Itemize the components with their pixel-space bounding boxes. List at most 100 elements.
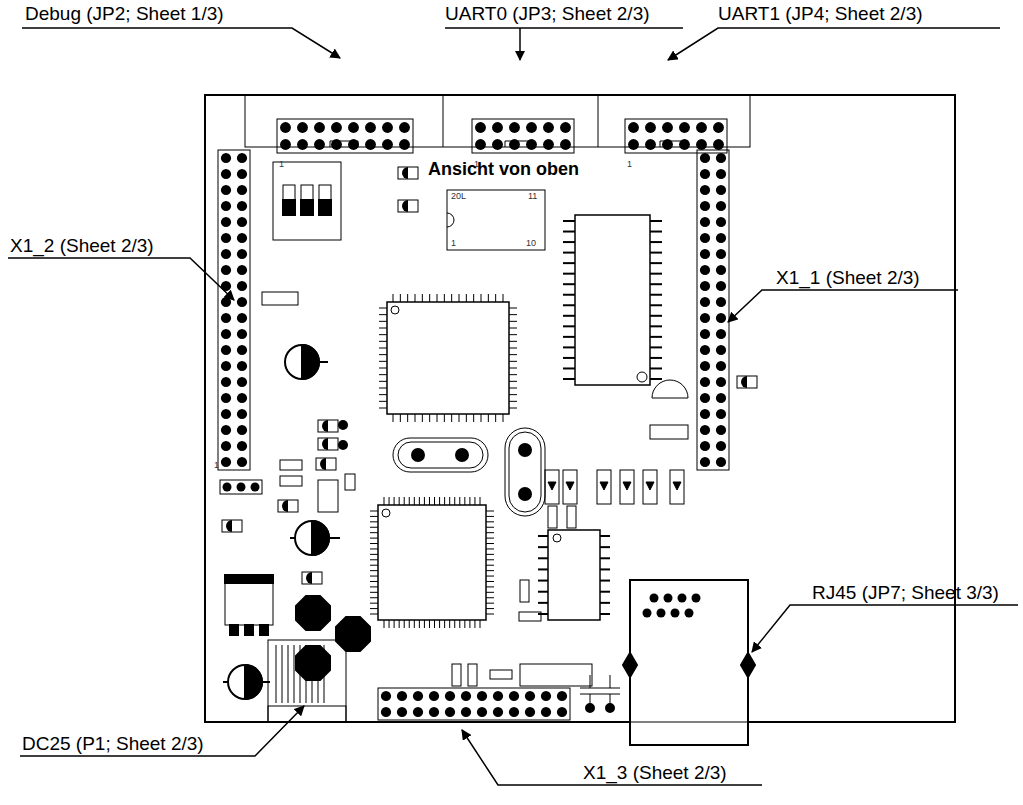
chip-pin (650, 325, 662, 327)
pin (280, 139, 291, 150)
pin (716, 217, 726, 227)
resistor (280, 476, 302, 486)
chip-pin (495, 414, 496, 422)
chip-pin (407, 414, 408, 422)
pin (716, 409, 726, 419)
chip-pin (451, 414, 452, 422)
chip-pin (419, 497, 420, 505)
pin (221, 425, 231, 435)
pin (237, 313, 247, 323)
chip-pin (370, 521, 378, 522)
resistor (452, 664, 461, 686)
resistor (345, 474, 355, 490)
pin (237, 361, 247, 371)
chip-pin (488, 294, 489, 302)
chip-pin (370, 511, 378, 512)
chip-pin (486, 597, 494, 598)
rj45-pin (643, 609, 652, 618)
pin-header (218, 150, 250, 470)
pad (296, 596, 330, 630)
chip-pin (370, 597, 378, 598)
pin (399, 122, 410, 133)
rj45-pin (685, 609, 694, 618)
pin (221, 441, 231, 451)
pin (716, 265, 726, 275)
chip-pin (474, 620, 475, 628)
pin (237, 457, 247, 467)
chip-pin (538, 546, 548, 548)
chip-pin (424, 620, 425, 628)
pin (365, 122, 376, 133)
crystal (398, 442, 483, 468)
chip-pin (650, 220, 662, 222)
chip-pin (464, 620, 465, 628)
crystal (509, 432, 541, 512)
chip-pin (563, 336, 575, 338)
pin (221, 329, 231, 339)
pin (716, 393, 726, 403)
pad (336, 617, 370, 651)
pin (700, 361, 710, 371)
chip-pin (509, 321, 517, 322)
chip-pin (394, 620, 395, 628)
chip-pin (486, 581, 494, 582)
pin (713, 122, 724, 133)
pin (221, 153, 231, 163)
chip-pin (480, 620, 481, 628)
pin (237, 393, 247, 403)
pin (700, 201, 710, 211)
chip-pin (370, 559, 378, 560)
chip-pin (379, 321, 387, 322)
pin (413, 691, 423, 701)
pin (221, 185, 231, 195)
pin (237, 217, 247, 227)
resistor-array (520, 664, 592, 686)
pin (662, 122, 673, 133)
smd-mark (322, 438, 328, 450)
callout-label: UART0 (JP3; Sheet 2/3) (445, 3, 650, 25)
chip-pin (400, 294, 401, 302)
regulator (225, 575, 273, 625)
chip-pin (486, 554, 494, 555)
switch-lever (301, 200, 313, 215)
pin (716, 281, 726, 291)
chip-pin (370, 570, 378, 571)
chip-pin (449, 620, 450, 628)
pin (526, 139, 537, 150)
callout-label: X1_3 (Sheet 2/3) (583, 762, 727, 784)
pin-header (220, 480, 262, 494)
chip-pin (509, 328, 517, 329)
chip-pin (650, 304, 662, 306)
chip-pin (486, 538, 494, 539)
chip-pin (563, 315, 575, 317)
chip-pin (509, 361, 517, 362)
chip-pin (464, 497, 465, 505)
pin (221, 313, 231, 323)
pin (700, 377, 710, 387)
pin-marking: 1 (451, 238, 456, 248)
pin (543, 122, 554, 133)
pin (700, 457, 710, 467)
pin (237, 483, 246, 492)
pin (477, 707, 487, 717)
chip-pin (384, 497, 385, 505)
pin (237, 265, 247, 275)
chip-pin (400, 414, 401, 422)
pin (557, 691, 567, 701)
chip-pin (379, 328, 387, 329)
pin1-mark (382, 509, 390, 517)
pin (716, 201, 726, 211)
chip-pin (650, 273, 662, 275)
chip-pin (509, 394, 517, 395)
smd-part (398, 200, 418, 212)
pin (348, 122, 359, 133)
regulator-pin (230, 625, 238, 635)
capacitor-symbol (580, 675, 620, 708)
chip-pin (379, 394, 387, 395)
resistor (650, 425, 688, 439)
chip-pin (600, 568, 610, 570)
pin (382, 122, 393, 133)
inductor (318, 480, 338, 512)
chip-pin (379, 401, 387, 402)
pin (700, 345, 710, 355)
